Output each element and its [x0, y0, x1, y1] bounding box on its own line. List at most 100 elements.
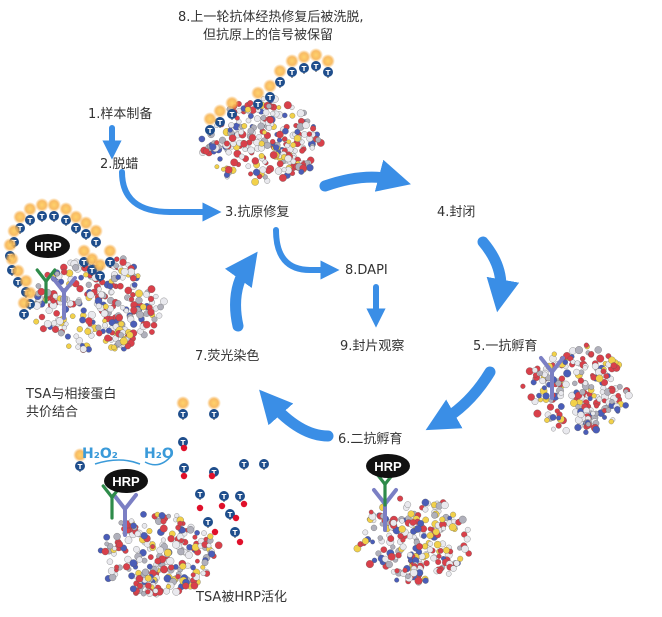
- step-8-line-2: 但抗原上的信号被保留: [203, 28, 334, 43]
- tsa-left-7: T: [89, 224, 103, 248]
- tsa-letter: T: [212, 469, 217, 477]
- tsa-free-13: T: [73, 448, 87, 472]
- tsa-top-7: T: [225, 96, 239, 120]
- tsa-letter: T: [268, 94, 273, 102]
- tsa-top-4: T: [321, 54, 335, 78]
- step-7-label: 7.荧光染色: [195, 349, 260, 364]
- protein-top: [198, 95, 325, 186]
- tsa-letter: T: [326, 69, 331, 77]
- tsa-left-15: T: [93, 258, 107, 282]
- arrow-7-to-3: [224, 251, 258, 332]
- tsa-letter: T: [182, 465, 187, 473]
- tsa-letter: T: [302, 65, 307, 73]
- protein-right: [520, 342, 633, 435]
- protein-bottom-middle: [353, 495, 472, 586]
- red-dot: [232, 514, 240, 522]
- step-4-label: 4.封闭: [437, 205, 476, 220]
- tsa-activated-label: TSA被HRP活化: [196, 590, 287, 605]
- secondary-antibody-left: [35, 268, 57, 304]
- tsa-letter: T: [22, 311, 27, 319]
- tsa-note-line-1: TSA与相接蛋白: [26, 387, 117, 402]
- primary-antibody-step6: [372, 488, 398, 532]
- hrp-label: HRP: [112, 474, 140, 489]
- h2o2-label: H₂O₂: [82, 446, 118, 462]
- tsa-letter: T: [98, 273, 103, 281]
- tsa-letter: T: [238, 493, 243, 501]
- protein-molecules: [32, 95, 633, 598]
- red-dot: [208, 472, 216, 480]
- tsa-letter: T: [52, 213, 57, 221]
- step-2-label: 2.脱蜡: [100, 157, 139, 172]
- tsa-free-9: T: [179, 463, 189, 474]
- reaction-arrow-icon: [94, 459, 141, 465]
- tsa-left-16: T: [103, 244, 117, 268]
- tsa-left-2: T: [35, 198, 49, 222]
- tsa-tags: TTTTTTTTTTTTTTTTTTTTTTTTTTTTTTTTTTTTTTTT…: [3, 48, 335, 546]
- tsa-top-6: T: [251, 86, 265, 110]
- tsa-letter: T: [230, 111, 235, 119]
- tsa-letter: T: [290, 69, 295, 77]
- tsa-top-9: T: [203, 112, 217, 136]
- tsa-top-1: T: [285, 54, 299, 78]
- tsa-letter: T: [181, 411, 186, 419]
- red-dot: [196, 504, 204, 512]
- tsa-letter: T: [256, 101, 261, 109]
- tsa-letter: T: [198, 491, 203, 499]
- tsa-free-3: T: [239, 459, 249, 470]
- protein-left: [32, 255, 168, 353]
- red-dot: [236, 538, 244, 546]
- tsa-letter: T: [242, 461, 247, 469]
- hrp-label: HRP: [374, 459, 402, 474]
- tsa-letter: T: [212, 411, 217, 419]
- arrow-3-to-dapi: [273, 227, 340, 280]
- hrp-step6: HRP: [366, 454, 410, 478]
- tsa-free-11: T: [203, 517, 213, 528]
- step-5-label: 5.一抗孵育: [473, 339, 538, 354]
- tsa-letter: T: [78, 463, 83, 471]
- h2o-label: H₂O: [144, 446, 174, 462]
- tsa-free-7: T: [219, 491, 229, 502]
- tsa-letter: T: [84, 231, 89, 239]
- tsa-top-8: T: [213, 104, 227, 128]
- tsa-letter: T: [181, 439, 186, 447]
- hrp-enzymes: HRP HRP HRP: [26, 234, 410, 493]
- red-dot: [211, 528, 219, 536]
- protein-bottom-left: [97, 511, 223, 598]
- tsa-free-1: T: [207, 396, 221, 420]
- tsa-left-4: T: [59, 202, 73, 226]
- step-9-label: 9.封片观察: [340, 339, 405, 354]
- tsa-free-4: T: [259, 459, 269, 470]
- tsa-left-3: T: [47, 198, 61, 222]
- tsa-letter: T: [82, 259, 87, 267]
- tsa-left-18: T: [17, 296, 31, 320]
- hrp-left: HRP: [26, 234, 70, 258]
- arrow-3-to-4: [319, 159, 411, 192]
- tsa-letter: T: [64, 217, 69, 225]
- arrow-2-to-3: [119, 169, 222, 222]
- arrow-6-to-7: [259, 389, 334, 442]
- tsa-letter: T: [233, 529, 238, 537]
- tsa-top-2: T: [297, 50, 311, 74]
- tsa-letter: T: [108, 259, 113, 267]
- tsa-letter: T: [94, 239, 99, 247]
- tsa-letter: T: [278, 79, 283, 87]
- step-6-label: 6.二抗孵育: [338, 432, 403, 447]
- tsa-free-12: T: [230, 527, 240, 538]
- tsa-letter: T: [74, 225, 79, 233]
- step-8-dapi-label: 8.DAPI: [345, 263, 388, 278]
- tsa-letter: T: [218, 119, 223, 127]
- flow-arrows: [102, 125, 520, 442]
- tsa-note-line-2: 共价结合: [26, 405, 79, 420]
- tsa-letter: T: [222, 493, 227, 501]
- primary-antibody-bottom: [112, 493, 138, 537]
- tsa-letter: T: [262, 461, 267, 469]
- tsa-top-0: T: [273, 64, 287, 88]
- tsa-letter: T: [16, 279, 21, 287]
- red-dot: [180, 472, 188, 480]
- arrow-4-to-5: [477, 236, 520, 313]
- tsa-free-0: T: [176, 396, 190, 420]
- tsa-top-5: T: [263, 79, 277, 103]
- tsa-free-8: T: [235, 491, 245, 502]
